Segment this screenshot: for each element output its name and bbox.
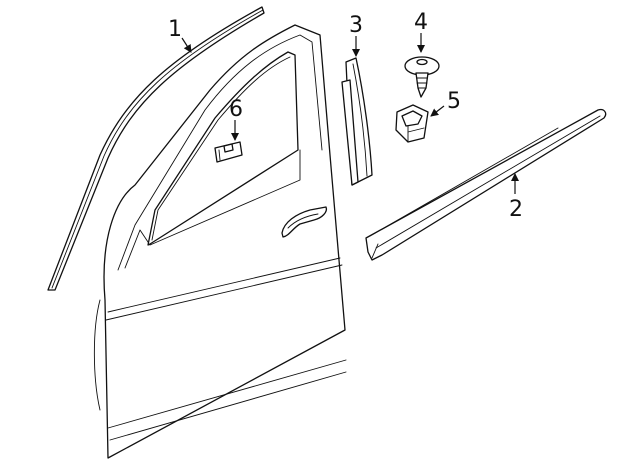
callout-label: 6	[229, 97, 243, 122]
retainer-nut	[395, 104, 429, 143]
callout-4: 4	[414, 10, 428, 53]
callout-6: 6	[229, 97, 243, 141]
callout-label: 1	[168, 17, 182, 42]
callout-5: 5	[430, 89, 461, 117]
callout-label: 5	[447, 89, 461, 114]
callout-label: 2	[509, 197, 523, 222]
upper-frame-molding	[47, 6, 265, 291]
callout-label: 4	[414, 10, 428, 35]
clip	[214, 141, 243, 163]
screw	[404, 56, 440, 98]
callout-3: 3	[349, 13, 363, 57]
door-panel	[93, 24, 347, 459]
callout-1: 1	[168, 17, 192, 53]
callout-2: 2	[509, 173, 523, 222]
pillar-applique	[341, 57, 373, 186]
callout-label: 3	[349, 13, 363, 38]
belt-molding	[365, 108, 607, 261]
